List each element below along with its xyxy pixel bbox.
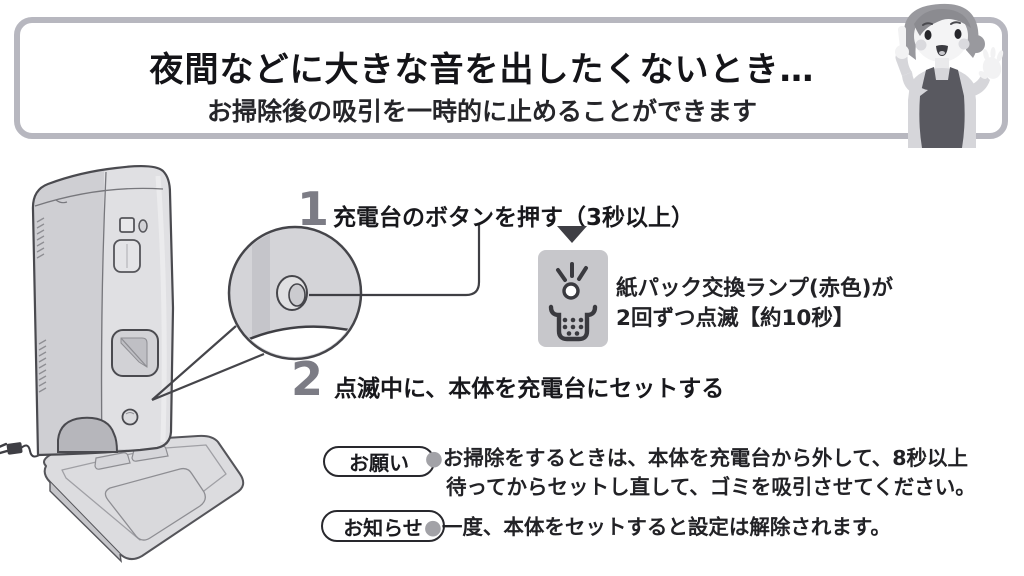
request-badge-label: お願い xyxy=(349,451,409,475)
top-square-button xyxy=(119,217,135,233)
power-plug xyxy=(0,442,23,455)
handle-recess xyxy=(111,329,159,377)
request-note-line1: ●お掃除をするときは、本体を充電台から外して、8秒以上 xyxy=(425,446,969,470)
open-hand xyxy=(978,47,1004,79)
lamp-panel xyxy=(538,250,608,347)
blinking-lamp-icon xyxy=(556,262,588,300)
request-note: ●お掃除をするときは、本体を充電台から外して、8秒以上 待ってからセットし直して… xyxy=(425,444,976,502)
info-badge: お知らせ xyxy=(321,510,445,542)
step2-number: 2 xyxy=(291,352,324,406)
lower-round-button xyxy=(121,408,139,426)
top-oval-lamp xyxy=(138,219,148,233)
vent-slats xyxy=(36,217,47,393)
page-subtitle: お掃除後の吸引を一時的に止めることができます xyxy=(206,97,757,126)
bullet-icon: ● xyxy=(425,446,443,470)
page-title: 夜間などに大きな音を出したくないとき… xyxy=(149,50,815,90)
header-box xyxy=(14,17,1008,139)
bullet-icon: ● xyxy=(424,515,442,539)
lamp-description: 紙パック交換ランプ(赤色)が 2回ずつ点滅【約10秒】 xyxy=(616,274,893,334)
lamp-description-line1: 紙パック交換ランプ(赤色)が xyxy=(616,276,894,301)
down-arrow-icon xyxy=(557,226,587,243)
step1-text: 充電台のボタンを押す（3秒以上） xyxy=(333,205,695,231)
step2-text: 点滅中に、本体を充電台にセットする xyxy=(334,376,725,402)
button-callout xyxy=(227,225,363,361)
pointing-hand xyxy=(895,45,909,59)
step1-number: 1 xyxy=(297,182,330,236)
info-note-line1: ●一度、本体をセットすると設定は解除されます。 xyxy=(424,515,891,539)
info-note: ●一度、本体をセットすると設定は解除されます。 xyxy=(424,513,891,542)
charging-dock-illustration xyxy=(0,164,481,563)
info-badge-label: お知らせ xyxy=(343,515,423,540)
request-note-line2: 待ってからセットし直して、ゴミを吸引させてください。 xyxy=(446,475,976,499)
request-badge: お願い xyxy=(323,446,435,477)
lamp-description-line2: 2回ずつ点滅【約10秒】 xyxy=(616,306,855,331)
callout-leader-lines xyxy=(151,325,265,402)
dock-arch xyxy=(57,416,119,453)
paper-pack-icon xyxy=(548,304,598,342)
power-cord xyxy=(19,444,43,458)
apron xyxy=(919,67,965,148)
callout-connector-line xyxy=(309,224,481,297)
housewife-mascot-illustration xyxy=(895,3,1004,148)
